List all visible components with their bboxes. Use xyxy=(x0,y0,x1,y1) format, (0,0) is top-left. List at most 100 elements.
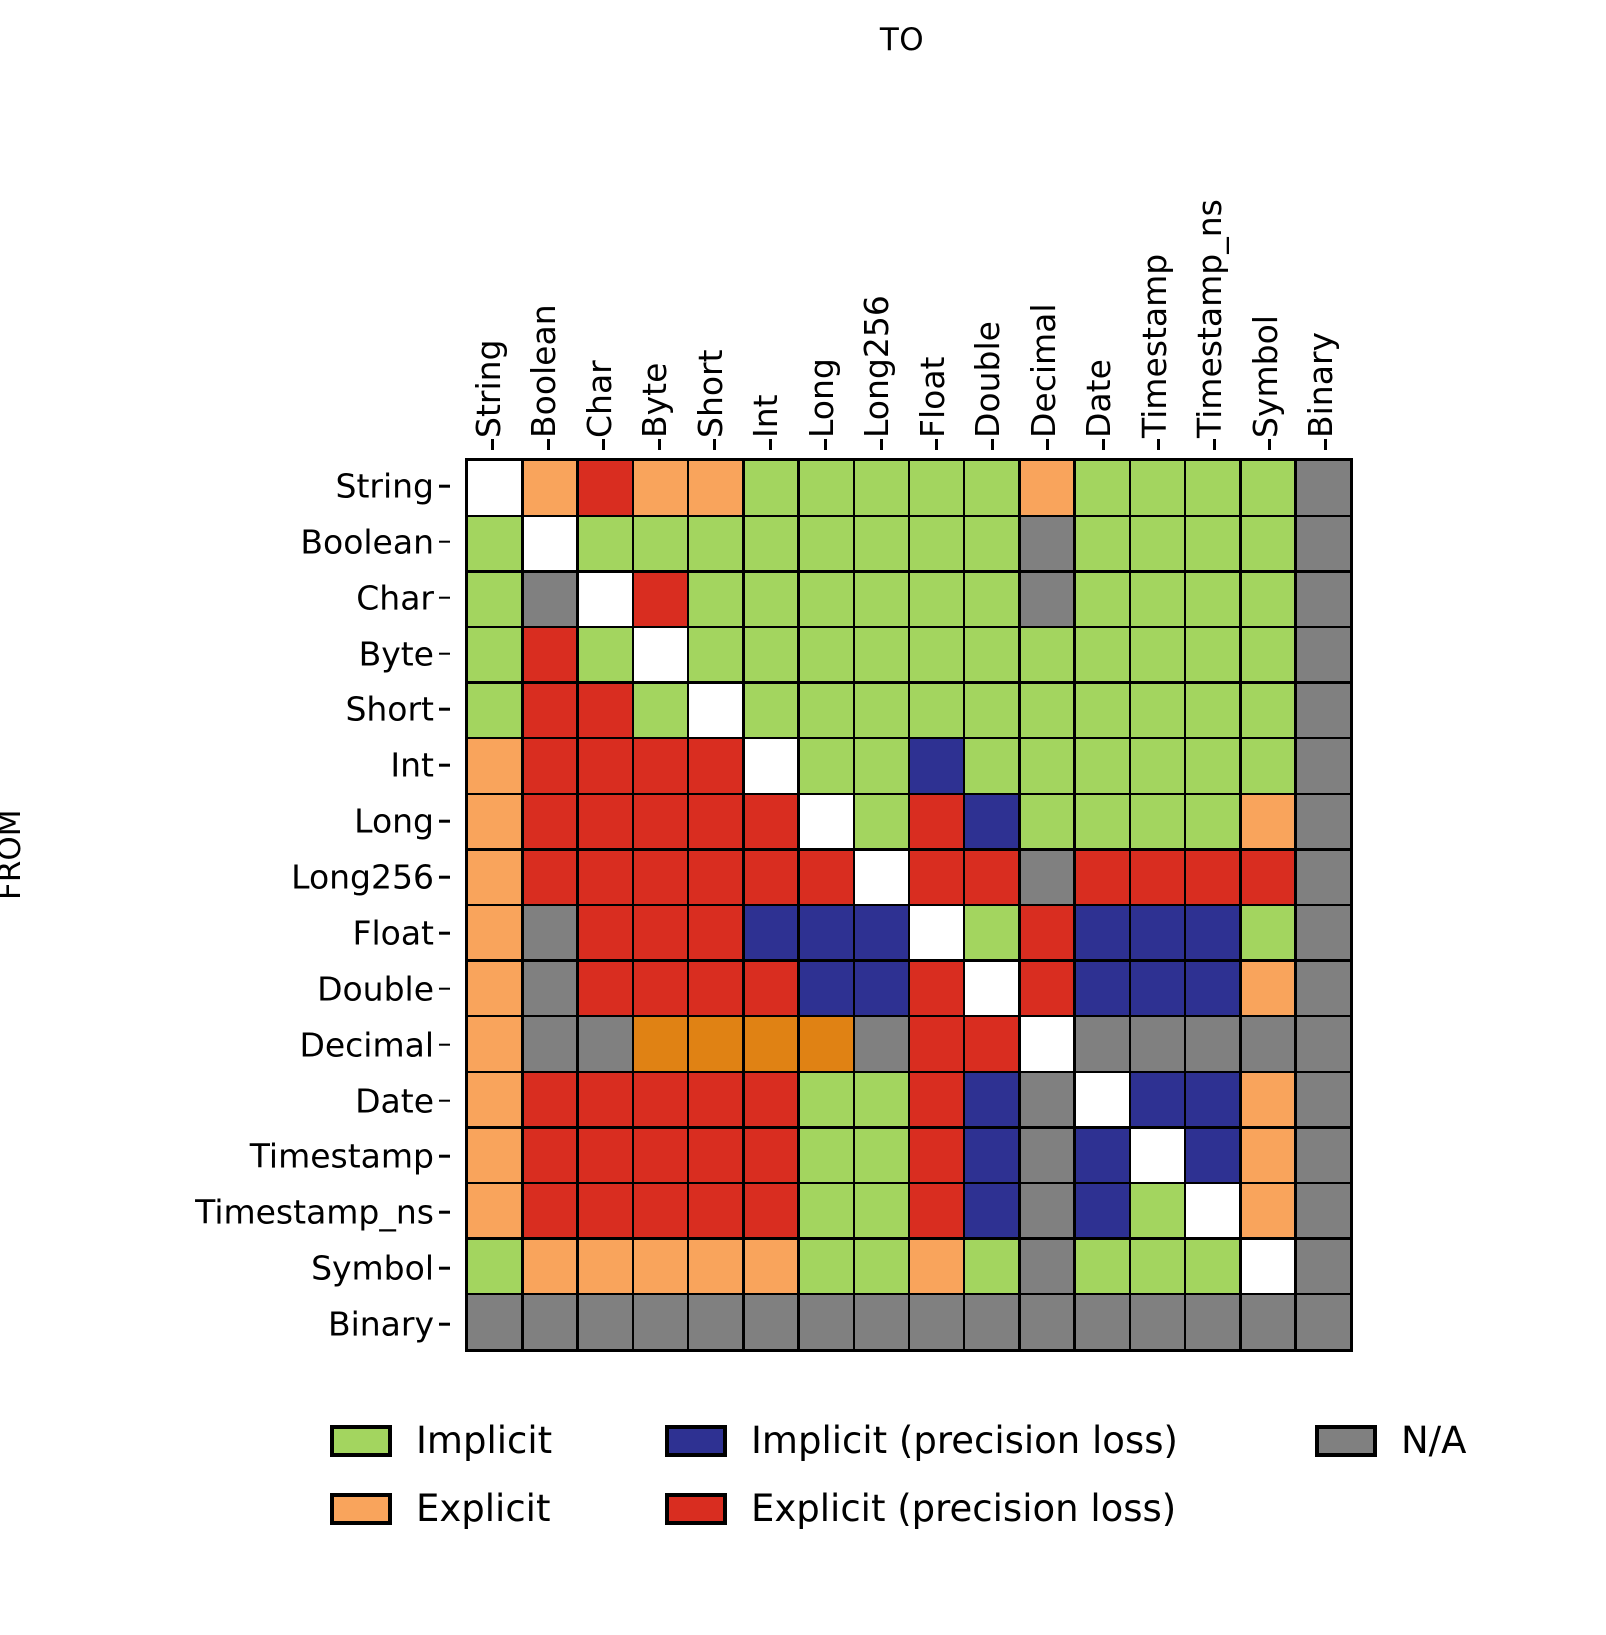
matrix-cell xyxy=(523,1295,577,1349)
matrix-cell xyxy=(854,683,908,737)
matrix-cell xyxy=(1296,516,1350,571)
matrix-cell xyxy=(1020,461,1074,515)
matrix-cell xyxy=(578,628,632,682)
matrix-cell xyxy=(744,461,798,515)
matrix-cell xyxy=(910,1295,964,1349)
column-label-timestamp: Timestamp xyxy=(1134,253,1174,438)
matrix-cell xyxy=(965,850,1019,904)
column-label-binary: Binary xyxy=(1301,331,1341,438)
x-axis-title: TO xyxy=(0,22,1606,58)
matrix-cell xyxy=(1296,628,1350,682)
matrix-cell xyxy=(1131,516,1184,571)
matrix-cell xyxy=(965,461,1019,515)
matrix-cell xyxy=(799,739,853,793)
matrix-cell xyxy=(965,1017,1019,1071)
matrix-cell xyxy=(1131,1239,1184,1293)
matrix-cell xyxy=(1131,1184,1184,1238)
row-label-timestamp_ns: Timestamp_ns xyxy=(195,1192,434,1232)
y-tick xyxy=(439,1322,450,1326)
row-label-string: String xyxy=(335,466,434,506)
matrix-cell xyxy=(1075,1072,1129,1127)
legend-entry-explicit: Explicit xyxy=(330,1490,550,1527)
matrix-cell xyxy=(854,1184,908,1238)
matrix-cell xyxy=(854,906,908,960)
column-label-byte: Byte xyxy=(635,362,675,438)
matrix-cell xyxy=(468,1017,522,1071)
matrix-cell xyxy=(854,628,908,682)
matrix-cell xyxy=(634,794,687,849)
matrix-cell xyxy=(1241,850,1295,904)
column-label-symbol: Symbol xyxy=(1245,315,1285,438)
matrix-cell xyxy=(1296,1017,1350,1071)
legend-label-explicit_loss: Explicit (precision loss) xyxy=(751,1487,1177,1530)
matrix-cell xyxy=(910,1128,964,1182)
y-tick xyxy=(439,484,450,488)
matrix-cell xyxy=(1186,572,1240,626)
matrix-cell xyxy=(468,739,522,793)
matrix-cell xyxy=(578,1295,632,1349)
row-label-float: Float xyxy=(352,913,434,953)
legend-swatch-explicit_loss xyxy=(665,1492,727,1525)
matrix-cell xyxy=(799,628,853,682)
matrix-cell xyxy=(1186,1017,1240,1071)
matrix-cell xyxy=(468,1128,522,1182)
row-label-int: Int xyxy=(390,745,434,785)
matrix-cell xyxy=(523,1128,577,1182)
matrix-cell xyxy=(1020,628,1074,682)
matrix-cell xyxy=(689,572,743,626)
matrix-cell xyxy=(799,572,853,626)
column-label-long256: Long256 xyxy=(857,295,897,438)
matrix-cell xyxy=(744,850,798,904)
matrix-cell xyxy=(523,1017,577,1071)
matrix-cell xyxy=(1241,683,1295,737)
row-label-boolean: Boolean xyxy=(300,522,434,562)
matrix-cell xyxy=(910,1184,964,1238)
legend-label-explicit: Explicit xyxy=(416,1487,551,1530)
matrix-cell xyxy=(1020,1239,1074,1293)
matrix-cell xyxy=(578,739,632,793)
matrix-cell xyxy=(1186,628,1240,682)
matrix-cell xyxy=(1296,739,1350,793)
matrix-cell xyxy=(689,961,743,1015)
row-label-double: Double xyxy=(317,969,434,1009)
legend-swatch-explicit xyxy=(330,1492,392,1525)
matrix-cell xyxy=(1131,628,1184,682)
matrix-cell xyxy=(799,1184,853,1238)
matrix-cell xyxy=(523,961,577,1015)
matrix-cell xyxy=(965,1184,1019,1238)
column-label-float: Float xyxy=(912,356,952,438)
legend-label-implicit: Implicit xyxy=(416,1419,553,1462)
matrix-cell xyxy=(1296,683,1350,737)
row-label-symbol: Symbol xyxy=(311,1248,434,1288)
y-tick xyxy=(439,1211,450,1214)
matrix-cell xyxy=(965,794,1019,849)
matrix-cell xyxy=(523,1184,577,1238)
matrix-cell xyxy=(1241,1072,1295,1127)
matrix-cell xyxy=(1075,961,1129,1015)
row-label-decimal: Decimal xyxy=(299,1025,434,1065)
matrix-cell xyxy=(1075,794,1129,849)
matrix-cell xyxy=(523,1239,577,1293)
matrix-cell xyxy=(910,850,964,904)
matrix-cell xyxy=(854,1017,908,1071)
x-tick xyxy=(990,439,994,450)
y-tick xyxy=(439,708,450,711)
row-label-byte: Byte xyxy=(358,634,434,674)
matrix-cell xyxy=(1296,961,1350,1015)
matrix-cell xyxy=(1186,850,1240,904)
matrix-cell xyxy=(910,906,964,960)
matrix-cell xyxy=(578,906,632,960)
matrix-cell xyxy=(1131,961,1184,1015)
matrix-cell xyxy=(744,683,798,737)
matrix-cell xyxy=(468,516,522,571)
matrix-cell xyxy=(578,516,632,571)
matrix-cell xyxy=(468,906,522,960)
matrix-cell xyxy=(523,683,577,737)
x-tick xyxy=(1046,439,1050,450)
matrix-cell xyxy=(1186,1128,1240,1182)
legend-entry-na: N/A xyxy=(1315,1422,1466,1459)
matrix-cell xyxy=(1075,683,1129,737)
matrix-cell xyxy=(799,461,853,515)
matrix-cell xyxy=(1131,906,1184,960)
